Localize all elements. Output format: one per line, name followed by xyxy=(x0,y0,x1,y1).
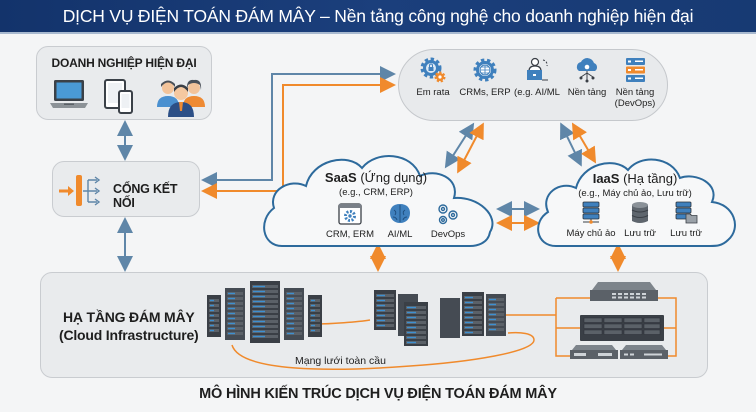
arrow-gateway-services-blue xyxy=(201,66,396,188)
enterprise-title: DOANH NGHIỆP HIỆN ĐẠI xyxy=(51,56,197,70)
services-bar: Em rata CRMs, ERP (e.g. AI/ML Nền tảng xyxy=(398,49,668,121)
service-label: Nền tảng xyxy=(567,87,607,98)
database-icon xyxy=(631,202,649,223)
arrow-services-iaas-orange xyxy=(571,122,597,164)
laptop-icon xyxy=(50,80,88,108)
service-item[interactable]: Nền tảng xyxy=(559,56,615,98)
saas-title-rest: (Ứng dụng) xyxy=(356,170,428,185)
arrow-gateway-services-orange xyxy=(201,77,396,199)
user-laptop-icon xyxy=(527,57,548,81)
infrastructure-title: HẠ TẦNG ĐÁM MÂY xyxy=(63,309,195,325)
saas-item-label: CRM, ERM xyxy=(325,229,375,240)
virtual-server-icon xyxy=(582,201,600,224)
tablet-phone-icon xyxy=(104,79,133,114)
saas-title-bold: SaaS xyxy=(324,170,357,185)
arrow-services-saas-orange xyxy=(457,122,484,174)
service-item[interactable]: CRMs, ERP xyxy=(457,56,513,98)
gateway-box: CỔNG KẾT NỐI xyxy=(52,161,200,217)
iaas-item-label: Lưu trữ xyxy=(624,228,656,239)
iaas-subtitle: (e.g., Máy chủ ảo, Lưu trữ) xyxy=(578,188,692,199)
iaas-title-rest: (Hạ tầng) xyxy=(619,171,678,186)
saas-cloud: SaaS (Ứng dụng) (e.g., CRM, ERP) xyxy=(296,170,456,198)
service-item[interactable]: Em rata xyxy=(405,56,461,98)
iaas-title: IaaS (Hạ tầng) xyxy=(560,171,710,186)
service-item[interactable]: (e.g. AI/ML xyxy=(509,56,565,98)
saas-item[interactable]: AI/ML xyxy=(372,202,428,240)
iaas-cloud: IaaS (Hạ tầng) (e.g., Máy chủ ảo, Lưu tr… xyxy=(560,171,710,199)
diagram-caption: MÔ HÌNH KIẾN TRÚC DỊCH VỤ ĐIỆN TOÁN ĐÁM … xyxy=(199,386,557,402)
saas-item-label: DevOps xyxy=(430,229,466,240)
security-gear-icon xyxy=(420,57,446,83)
infrastructure-subtitle: (Cloud Infrastructure) xyxy=(59,327,199,343)
app-window-gear-icon xyxy=(338,203,362,225)
globe-gear-icon xyxy=(473,58,497,82)
service-item[interactable]: Nền tảng (DevOps) xyxy=(607,56,663,109)
iaas-item-label: Máy chủ ảo xyxy=(566,228,616,239)
iaas-item[interactable]: Máy chủ ảo xyxy=(560,201,622,239)
gateway-title: CỔNG KẾT NỐI xyxy=(113,182,178,210)
iaas-item[interactable]: Lưu trữ xyxy=(658,201,714,239)
infrastructure-box: HẠ TẦNG ĐÁM MÂY (Cloud Infrastructure) M… xyxy=(40,272,708,378)
server-rack-icon xyxy=(626,58,645,82)
iaas-title-bold: IaaS xyxy=(592,171,620,186)
iaas-item[interactable]: Lưu trữ xyxy=(612,201,668,239)
saas-subtitle: (e.g., CRM, ERP) xyxy=(339,187,413,198)
service-label: CRMs, ERP xyxy=(459,87,511,98)
gears-icon xyxy=(438,204,458,225)
saas-title: SaaS (Ứng dụng) xyxy=(296,170,456,185)
network-label: Mạng lưới toàn cầu xyxy=(295,355,386,367)
saas-item[interactable]: CRM, ERM xyxy=(322,202,378,240)
saas-item-label: AI/ML xyxy=(387,229,413,240)
users-group-icon xyxy=(157,79,205,117)
service-label: (e.g. AI/ML xyxy=(514,87,560,98)
gateway-icon xyxy=(59,175,101,206)
storage-folder-icon xyxy=(675,201,698,224)
brain-icon xyxy=(390,204,410,223)
iaas-item-label: Lưu trữ xyxy=(670,228,702,239)
arrow-services-saas-blue xyxy=(444,122,475,169)
service-label-sub: (DevOps) xyxy=(614,98,656,109)
page-title: DỊCH VỤ ĐIỆN TOÁN ĐÁM MÂY – Nền tảng côn… xyxy=(62,5,694,26)
service-label: Nền tảng xyxy=(615,87,655,98)
page-header: DỊCH VỤ ĐIỆN TOÁN ĐÁM MÂY – Nền tảng côn… xyxy=(0,0,756,34)
cloud-network-icon xyxy=(576,58,598,83)
saas-item[interactable]: DevOps xyxy=(420,202,476,240)
service-label: Em rata xyxy=(416,87,450,98)
enterprise-box: DOANH NGHIỆP HIỆN ĐẠI xyxy=(36,46,212,120)
